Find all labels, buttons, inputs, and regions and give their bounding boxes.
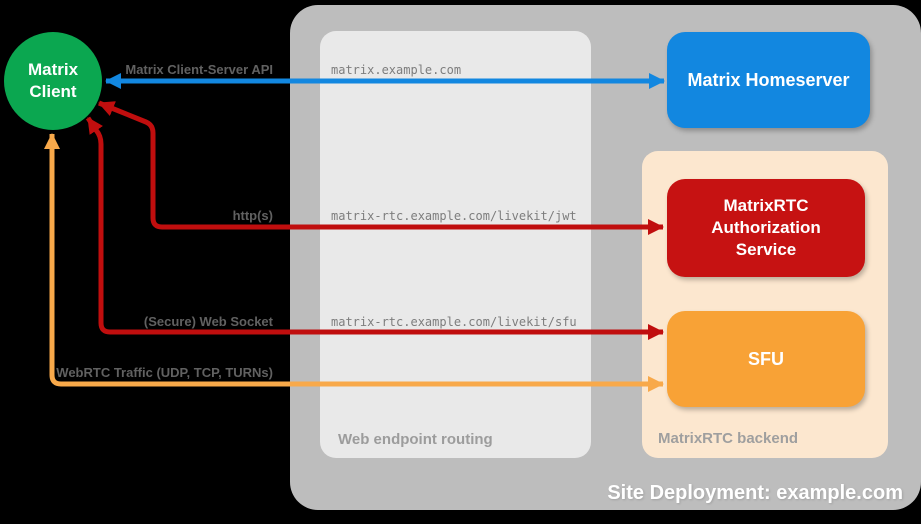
client-server-api-arrow-label: Matrix Client-Server API xyxy=(125,62,273,77)
web-endpoint-routing-label: Web endpoint routing xyxy=(338,431,493,448)
matrix-homeserver-node: Matrix Homeserver xyxy=(667,32,870,128)
webrtc-traffic-arrow-label: WebRTC Traffic (UDP, TCP, TURNs) xyxy=(56,365,273,380)
endpoint-matrix-example-com: matrix.example.com xyxy=(331,63,462,77)
web-endpoint-routing-panel xyxy=(320,31,591,458)
matrixrtc-backend-label: MatrixRTC backend xyxy=(658,430,799,447)
web-socket-arrow-label: (Secure) Web Socket xyxy=(143,314,273,329)
site-deployment-label: Site Deployment: example.com xyxy=(607,482,903,504)
auth-service-line2: Authorization xyxy=(711,218,821,237)
sfu-label: SFU xyxy=(748,348,784,369)
matrix-client-line1: Matrix xyxy=(27,60,79,79)
http-arrow-label: http(s) xyxy=(232,208,273,223)
auth-service-line3: Service xyxy=(735,240,797,259)
matrix-homeserver-label: Matrix Homeserver xyxy=(687,69,850,90)
sfu-node: SFU xyxy=(667,311,865,407)
matrix-client-node: Matrix Client xyxy=(4,32,102,130)
matrixrtc-authorization-service-node: MatrixRTC Authorization Service xyxy=(667,179,865,277)
matrix-client-line2: Client xyxy=(29,82,77,101)
endpoint-livekit-sfu: matrix-rtc.example.com/livekit/sfu xyxy=(331,315,577,329)
auth-service-line1: MatrixRTC xyxy=(723,196,809,215)
endpoint-livekit-jwt: matrix-rtc.example.com/livekit/jwt xyxy=(331,209,577,223)
